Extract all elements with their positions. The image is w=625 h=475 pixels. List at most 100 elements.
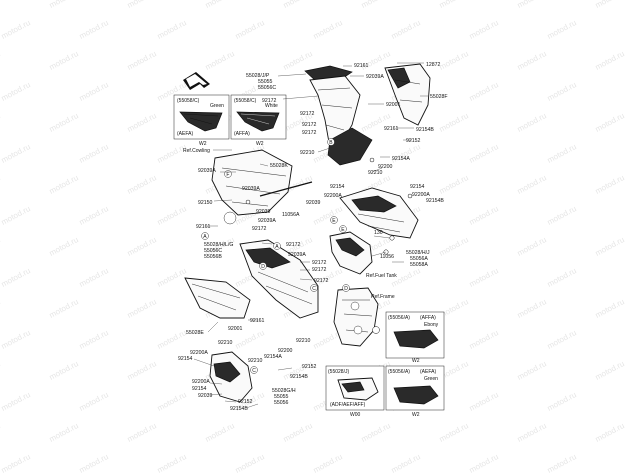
svg-text:92172: 92172: [262, 98, 277, 104]
svg-text:(55056/A): (55056/A): [388, 315, 410, 321]
svg-text:92154B: 92154B: [416, 127, 434, 133]
svg-text:C: C: [252, 368, 256, 374]
svg-text:(AFFA): (AFFA): [234, 131, 250, 137]
svg-text:92172: 92172: [314, 278, 329, 284]
svg-text:92154: 92154: [330, 184, 345, 190]
svg-text:Green: Green: [424, 376, 438, 382]
svg-text:130: 130: [374, 230, 383, 236]
svg-text:92210: 92210: [218, 340, 233, 346]
svg-text:D: D: [344, 286, 348, 292]
svg-text:12872: 12872: [426, 62, 441, 68]
svg-text:E: E: [332, 218, 336, 224]
inset-box-green-aefa-2: (55056/A) (AEFA) Green W2: [385, 365, 445, 418]
svg-text:Green: Green: [210, 103, 224, 109]
svg-text:92154: 92154: [178, 356, 193, 362]
svg-text:92200A: 92200A: [190, 350, 208, 356]
leader-lines: [193, 62, 428, 409]
part-number-labels: 92161 55028/J/P 55055 55056C 92039A 1287…: [178, 62, 448, 412]
svg-text:(55058/C): (55058/C): [234, 98, 257, 104]
svg-text:92210: 92210: [300, 150, 315, 156]
svg-text:92210: 92210: [296, 338, 311, 344]
svg-text:11056: 11056: [380, 254, 394, 260]
svg-text:92039A: 92039A: [288, 252, 306, 258]
svg-text:92210: 92210: [248, 358, 263, 364]
svg-text:92154B: 92154B: [230, 406, 248, 412]
svg-text:(ADF/AEF/AFF): (ADF/AEF/AFF): [330, 402, 366, 408]
svg-text:(55058/C): (55058/C): [177, 98, 200, 104]
svg-text:55028G/H: 55028G/H: [272, 388, 296, 394]
svg-text:92172: 92172: [302, 122, 317, 128]
svg-text:92154A: 92154A: [264, 354, 282, 360]
svg-text:92039A: 92039A: [198, 168, 216, 174]
svg-text:(55056/A): (55056/A): [388, 369, 410, 375]
svg-text:92172: 92172: [302, 130, 317, 136]
svg-text:92001: 92001: [228, 326, 243, 332]
svg-text:92172: 92172: [312, 267, 327, 273]
svg-text:92154: 92154: [192, 386, 207, 392]
svg-text:92172: 92172: [252, 226, 267, 232]
svg-text:55055: 55055: [258, 79, 273, 85]
svg-text:55056: 55056: [274, 400, 289, 406]
svg-text:92039A: 92039A: [258, 218, 276, 224]
svg-text:55056A: 55056A: [410, 256, 428, 262]
svg-text:92154: 92154: [410, 184, 425, 190]
svg-text:55028K: 55028K: [270, 163, 288, 169]
svg-text:92200A: 92200A: [324, 193, 342, 199]
svg-text:W2: W2: [256, 141, 264, 147]
frame-bracket: [333, 287, 379, 347]
svg-text:55056C: 55056C: [258, 85, 276, 91]
svg-text:A: A: [203, 234, 207, 240]
lower-belly-cowl: [209, 351, 253, 403]
svg-text:E: E: [341, 227, 345, 233]
fuel-tank-cover: [329, 231, 373, 275]
ref-frame-label: Ref.Frame: [371, 294, 395, 300]
svg-text:55056B: 55056B: [204, 254, 222, 260]
svg-text:55058A: 55058A: [410, 262, 428, 268]
inset-box-ebony-affa: (55056/A) (AFFA) Ebony W2: [385, 311, 445, 364]
svg-text:92200A: 92200A: [412, 192, 430, 198]
side-fairing-right-middle: [339, 187, 419, 239]
inset-box-white-affa: (55058/C) White (AFFA) W2: [230, 94, 287, 147]
svg-text:92039: 92039: [306, 200, 321, 206]
inset-box-green-aefa: (55058/C) Green (AEFA) W2: [173, 94, 230, 147]
svg-text:55055: 55055: [274, 394, 289, 400]
side-cowl-upper-right: [384, 63, 431, 126]
svg-text:92172: 92172: [312, 260, 327, 266]
svg-text:A: A: [275, 244, 279, 250]
inset-box-55028j: (55028/J) (ADF/AEF/AFF) W00: [325, 365, 385, 418]
svg-text:92039A: 92039A: [242, 186, 260, 192]
svg-text:Ebony: Ebony: [424, 322, 439, 328]
ref-cowling-label: Ref.Cowling: [183, 148, 210, 154]
svg-text:D: D: [261, 264, 265, 270]
middle-cowl-left: [239, 239, 319, 319]
svg-text:W2: W2: [199, 141, 207, 147]
svg-text:92200: 92200: [378, 164, 393, 170]
svg-text:(AFFA): (AFFA): [420, 315, 436, 321]
upper-cowling-part: [304, 65, 373, 166]
svg-text:W2: W2: [412, 412, 420, 418]
svg-text:92210: 92210: [368, 170, 383, 176]
svg-text:92200A: 92200A: [192, 379, 210, 385]
svg-text:W2: W2: [412, 358, 420, 364]
svg-text:F: F: [226, 172, 229, 178]
svg-text:92161: 92161: [196, 224, 211, 230]
svg-text:(AEFA): (AEFA): [177, 131, 193, 137]
svg-text:92152: 92152: [302, 364, 317, 370]
svg-text:55028/H/L/G: 55028/H/L/G: [204, 242, 233, 248]
callout-letters: B F A E A C D C D E: [201, 138, 350, 374]
svg-text:(AEFA): (AEFA): [420, 369, 436, 375]
svg-text:92001: 92001: [386, 102, 401, 108]
svg-text:92154A: 92154A: [392, 156, 410, 162]
svg-text:92150: 92150: [198, 200, 213, 206]
ref-fuel-tank-label: Ref.Fuel Tank: [366, 273, 397, 279]
svg-text:92152: 92152: [238, 399, 253, 405]
svg-text:White: White: [265, 103, 278, 109]
svg-text:92039A: 92039A: [366, 74, 384, 80]
svg-text:11056A: 11056A: [282, 212, 300, 218]
svg-text:(55028/J): (55028/J): [328, 369, 349, 375]
svg-text:92152: 92152: [406, 138, 421, 144]
svg-text:92161: 92161: [354, 63, 369, 69]
svg-text:C: C: [312, 286, 316, 292]
svg-text:92161: 92161: [250, 318, 265, 324]
